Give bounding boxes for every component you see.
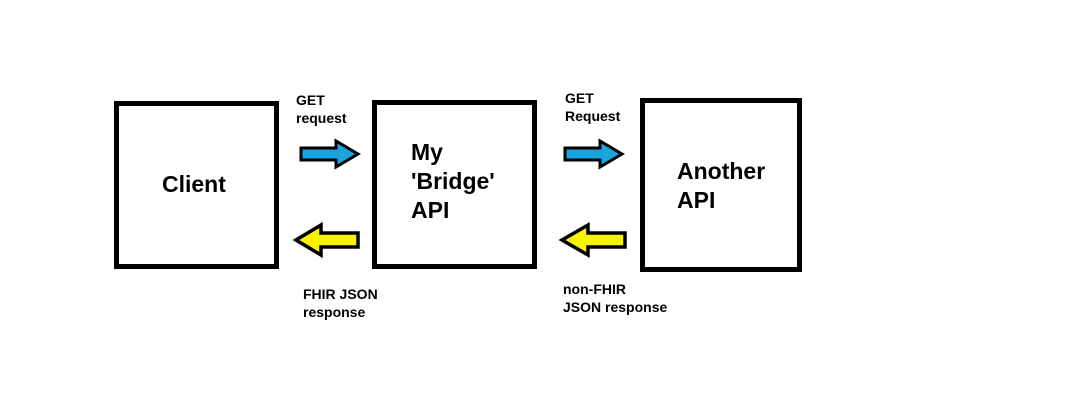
bridge-api-label: My 'Bridge' API — [411, 139, 495, 223]
another-api-label: Another API — [677, 158, 766, 213]
request-arrow-right-icon — [299, 138, 361, 170]
another-api-box — [640, 98, 802, 272]
response-arrow-left-icon — [292, 221, 360, 259]
non-fhir-json-response-label: non-FHIR JSON response — [563, 281, 668, 315]
response-arrow-left-icon — [558, 221, 627, 259]
bridge-get-request-label: GET Request — [565, 90, 621, 124]
fhir-json-response-label: FHIR JSON response — [303, 286, 378, 320]
request-arrow-right-icon — [563, 138, 625, 170]
client-get-request-label: GET request — [296, 92, 347, 126]
response-arrow-shape — [292, 221, 360, 259]
client-label: Client — [162, 171, 226, 197]
request-arrow-shape — [563, 138, 625, 170]
bridge-api-box — [372, 100, 537, 269]
request-arrow-shape — [299, 138, 361, 170]
client-box — [114, 101, 279, 269]
response-arrow-shape — [558, 221, 627, 259]
